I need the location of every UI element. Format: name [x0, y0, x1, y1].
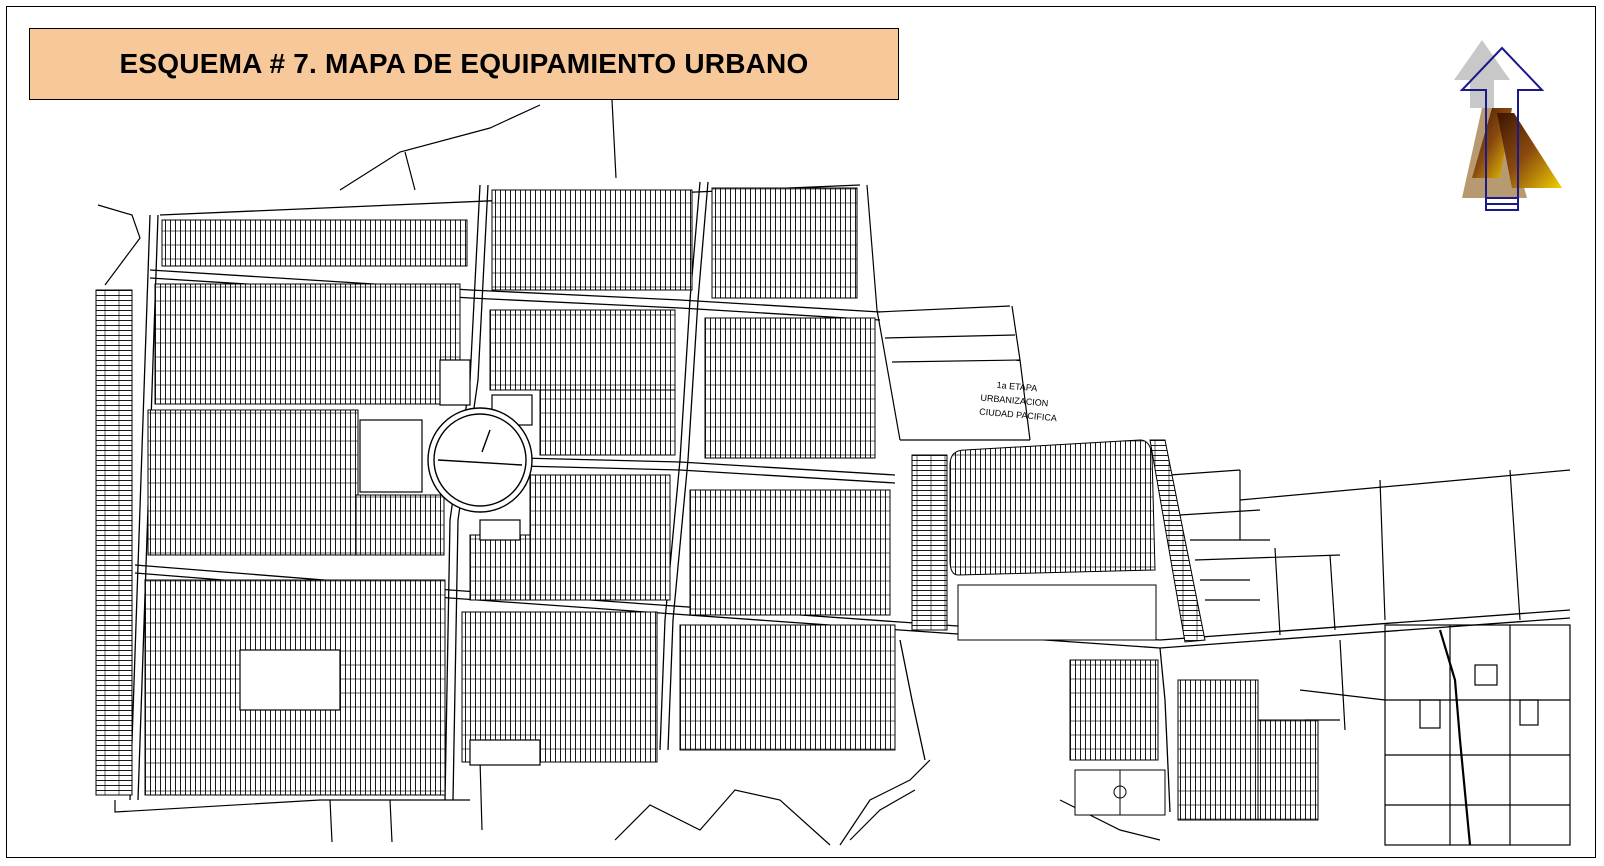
outer-lines [97, 99, 1571, 846]
blocks-east [911, 439, 1319, 821]
title-banner: ESQUEMA # 7. MAPA DE EQUIPAMIENTO URBANO [29, 28, 899, 100]
roundabout [427, 407, 533, 513]
north-arrow-icon [1454, 40, 1562, 211]
map-label-ciudad: CIUDAD PACIFICA [979, 406, 1057, 423]
map-title: ESQUEMA # 7. MAPA DE EQUIPAMIENTO URBANO [119, 48, 809, 79]
blocks-west [95, 187, 896, 796]
map-label-urbanizacion: URBANIZACION [980, 393, 1049, 409]
grid-southeast [1299, 624, 1571, 846]
map-label-group: 1a ETAPA URBANIZACION CIUDAD PACIFICA [979, 380, 1057, 423]
map-label-etapa: 1a ETAPA [996, 380, 1037, 394]
